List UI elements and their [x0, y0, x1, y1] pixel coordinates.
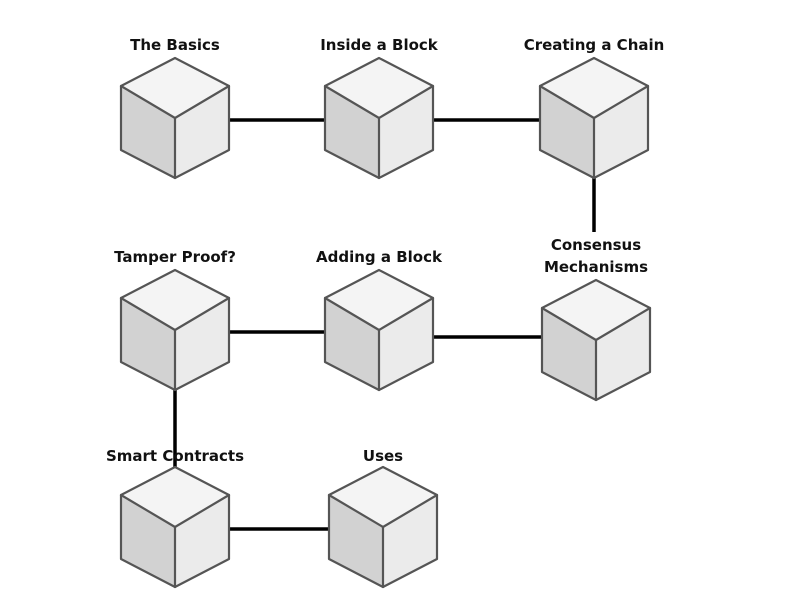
cube-inner-edge — [592, 84, 650, 120]
cube-left-face — [540, 86, 594, 178]
cube-left-face — [542, 308, 596, 400]
cube-left-face — [325, 86, 379, 178]
cube-inner-edge — [327, 493, 385, 529]
cube-icon — [538, 56, 650, 180]
node-label-line: Mechanisms — [544, 258, 648, 276]
node-smart-contracts: Smart Contracts — [106, 447, 244, 589]
node-label: Smart Contracts — [106, 447, 244, 465]
cube-left-face — [121, 86, 175, 178]
cube-inner-edge — [119, 296, 177, 332]
cube-inner-edge — [173, 84, 231, 120]
cube-inner-edge — [540, 306, 598, 342]
node-the-basics: The Basics — [119, 36, 231, 180]
cube-icon — [323, 56, 435, 180]
cube-inner-edge — [377, 84, 435, 120]
node-label: Adding a Block — [316, 248, 443, 266]
node-adding-a-block: Adding a Block — [316, 248, 443, 392]
cube-icon — [327, 465, 439, 589]
cube-left-face — [329, 495, 383, 587]
cube-inner-edge — [323, 296, 381, 332]
cube-left-face — [121, 298, 175, 390]
cube-inner-edge — [381, 493, 439, 529]
cube-right-face — [175, 298, 229, 390]
node-label: Inside a Block — [320, 36, 439, 54]
cube-inner-edge — [538, 84, 596, 120]
node-label: The Basics — [130, 36, 220, 54]
cube-inner-edge — [323, 84, 381, 120]
cube-inner-edge — [594, 306, 652, 342]
cube-right-face — [175, 86, 229, 178]
cube-left-face — [121, 495, 175, 587]
cube-icon — [540, 278, 652, 402]
node-label-line: Consensus — [551, 236, 641, 254]
cube-right-face — [379, 298, 433, 390]
node-creating-a-chain: Creating a Chain — [524, 36, 665, 180]
topic-nodes: The Basics Inside a Block Creating a Chain… — [106, 36, 665, 589]
cube-right-face — [379, 86, 433, 178]
cube-right-face — [175, 495, 229, 587]
node-label: Tamper Proof? — [114, 248, 236, 266]
node-label: Uses — [363, 447, 403, 465]
cube-inner-edge — [173, 296, 231, 332]
cube-right-face — [594, 86, 648, 178]
cube-inner-edge — [119, 84, 177, 120]
cube-left-face — [325, 298, 379, 390]
cube-icon — [323, 268, 435, 392]
cube-icon — [119, 465, 231, 589]
cube-inner-edge — [377, 296, 435, 332]
node-label: Creating a Chain — [524, 36, 665, 54]
cube-right-face — [383, 495, 437, 587]
cube-icon — [119, 268, 231, 392]
node-inside-a-block: Inside a Block — [320, 36, 439, 180]
cube-right-face — [596, 308, 650, 400]
node-tamper-proof: Tamper Proof? — [114, 248, 236, 392]
connector-lines — [173, 118, 596, 531]
cube-inner-edge — [173, 493, 231, 529]
cube-icon — [119, 56, 231, 180]
node-uses: Uses — [327, 447, 439, 589]
cube-inner-edge — [119, 493, 177, 529]
